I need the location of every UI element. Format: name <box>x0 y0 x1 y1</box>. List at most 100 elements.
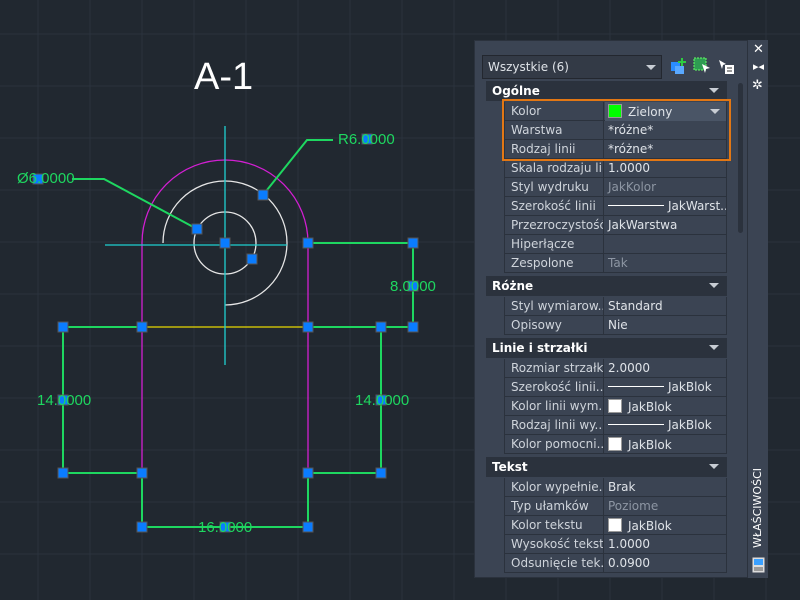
property-label: Szerokość linii <box>504 197 604 216</box>
grip[interactable] <box>136 467 148 479</box>
quick-select-icon[interactable] <box>669 57 687 75</box>
grip[interactable] <box>191 223 203 235</box>
dim-14-right[interactable]: 14.0000 <box>355 392 410 409</box>
chevron-down-icon[interactable] <box>710 109 720 119</box>
property-value[interactable]: JakBlok <box>605 397 727 416</box>
section-header[interactable]: Ogólne <box>486 81 727 101</box>
section-title: Różne <box>492 279 534 293</box>
property-label: Opisowy <box>504 316 604 335</box>
auto-hide-icon[interactable]: ▸◂ <box>753 60 765 73</box>
grip[interactable] <box>57 394 69 406</box>
property-row[interactable]: Rodzaj linii wy...JakBlok <box>504 416 727 435</box>
property-row[interactable]: Styl wymiarow...Standard <box>504 297 727 316</box>
property-value[interactable]: *różne* <box>605 121 727 140</box>
property-value[interactable]: Brak <box>605 478 727 497</box>
property-row[interactable]: Szerokość linii...JakBlok <box>504 378 727 397</box>
lineweight-sample <box>608 424 664 425</box>
property-value[interactable]: JakKolor <box>605 178 727 197</box>
dim-8[interactable]: 8.0000 <box>390 278 436 295</box>
grip[interactable] <box>32 173 44 185</box>
property-value[interactable]: JakBlok <box>605 416 727 435</box>
property-value[interactable]: 1.0000 <box>605 535 727 554</box>
property-value[interactable]: JakBlok <box>605 435 727 454</box>
grip[interactable] <box>219 521 231 533</box>
property-label: Kolor wypełnie... <box>504 478 604 497</box>
chevron-down-icon <box>709 283 719 293</box>
grip[interactable] <box>302 237 314 249</box>
dim-14-left[interactable]: 14.0000 <box>37 392 92 409</box>
property-label: Kolor <box>504 102 604 121</box>
property-row[interactable]: Rozmiar strzałki 2.0000 <box>504 359 727 378</box>
grip[interactable] <box>302 467 314 479</box>
grip[interactable] <box>219 237 231 249</box>
property-value[interactable]: JakWarst... <box>605 197 727 216</box>
property-value[interactable]: *różne* <box>605 140 727 159</box>
property-value[interactable]: Poziome <box>605 497 727 516</box>
grip[interactable] <box>407 321 419 333</box>
property-label: Kolor tekstu <box>504 516 604 535</box>
property-row[interactable]: Skala rodzaju li...1.0000 <box>504 159 727 178</box>
section-header[interactable]: Tekst <box>486 457 727 477</box>
property-value-text: 2.0000 <box>608 361 650 375</box>
property-row[interactable]: Kolor wypełnie...Brak <box>504 478 727 497</box>
property-value[interactable]: Zielony <box>605 102 727 121</box>
property-row[interactable]: Kolor linii wym...JakBlok <box>504 397 727 416</box>
property-value[interactable]: JakWarstwa <box>605 216 727 235</box>
property-value[interactable]: JakBlok <box>605 516 727 535</box>
settings-icon[interactable]: ✲ <box>752 78 763 93</box>
grip[interactable] <box>375 321 387 333</box>
grip[interactable] <box>407 280 419 292</box>
property-label: Rozmiar strzałki <box>504 359 604 378</box>
grip[interactable] <box>361 133 373 145</box>
scrollbar[interactable] <box>738 83 743 233</box>
property-value[interactable]: 0.0900 <box>605 554 727 573</box>
property-value[interactable]: Standard <box>605 297 727 316</box>
property-row[interactable]: Warstwa*różne* <box>504 121 727 140</box>
toggle-pickadd-icon[interactable] <box>717 57 735 75</box>
property-label: Hiperłącze <box>504 235 604 254</box>
grip[interactable] <box>136 321 148 333</box>
property-label: Styl wymiarow... <box>504 297 604 316</box>
dim-radius[interactable]: R6.0000 <box>338 131 395 148</box>
close-icon[interactable]: ✕ <box>753 42 764 57</box>
property-value[interactable]: 1.0000 <box>605 159 727 178</box>
palette-title: WŁAŚCIWOŚCI <box>751 468 764 548</box>
grip[interactable] <box>302 321 314 333</box>
grip[interactable] <box>246 253 258 265</box>
property-value-text: JakBlok <box>628 438 672 452</box>
dim-16[interactable]: 16.0000 <box>198 519 253 536</box>
property-row[interactable]: Kolor pomocni...JakBlok <box>504 435 727 454</box>
property-value[interactable]: 2.0000 <box>605 359 727 378</box>
grip[interactable] <box>57 321 69 333</box>
grip[interactable] <box>375 467 387 479</box>
grip[interactable] <box>302 521 314 533</box>
selection-dropdown[interactable]: Wszystkie (6) <box>482 55 662 79</box>
property-row[interactable]: Rodzaj linii*różne* <box>504 140 727 159</box>
dim-diameter[interactable]: Ø6.0000 <box>17 170 75 187</box>
grip[interactable] <box>136 521 148 533</box>
grip[interactable] <box>257 189 269 201</box>
section-header[interactable]: Różne <box>486 276 727 296</box>
grip[interactable] <box>375 394 387 406</box>
property-row[interactable]: Odsunięcie tek...0.0900 <box>504 554 727 573</box>
grip[interactable] <box>407 237 419 249</box>
property-value[interactable] <box>605 235 727 254</box>
property-value[interactable]: Nie <box>605 316 727 335</box>
section-header[interactable]: Linie i strzałki <box>486 338 727 358</box>
color-swatch <box>608 518 622 532</box>
select-objects-icon[interactable] <box>693 57 711 75</box>
property-value[interactable]: Tak <box>605 254 727 273</box>
grip[interactable] <box>57 467 69 479</box>
properties-icon[interactable] <box>752 557 765 573</box>
property-value[interactable]: JakBlok <box>605 378 727 397</box>
property-row[interactable]: Hiperłącze <box>504 235 727 254</box>
